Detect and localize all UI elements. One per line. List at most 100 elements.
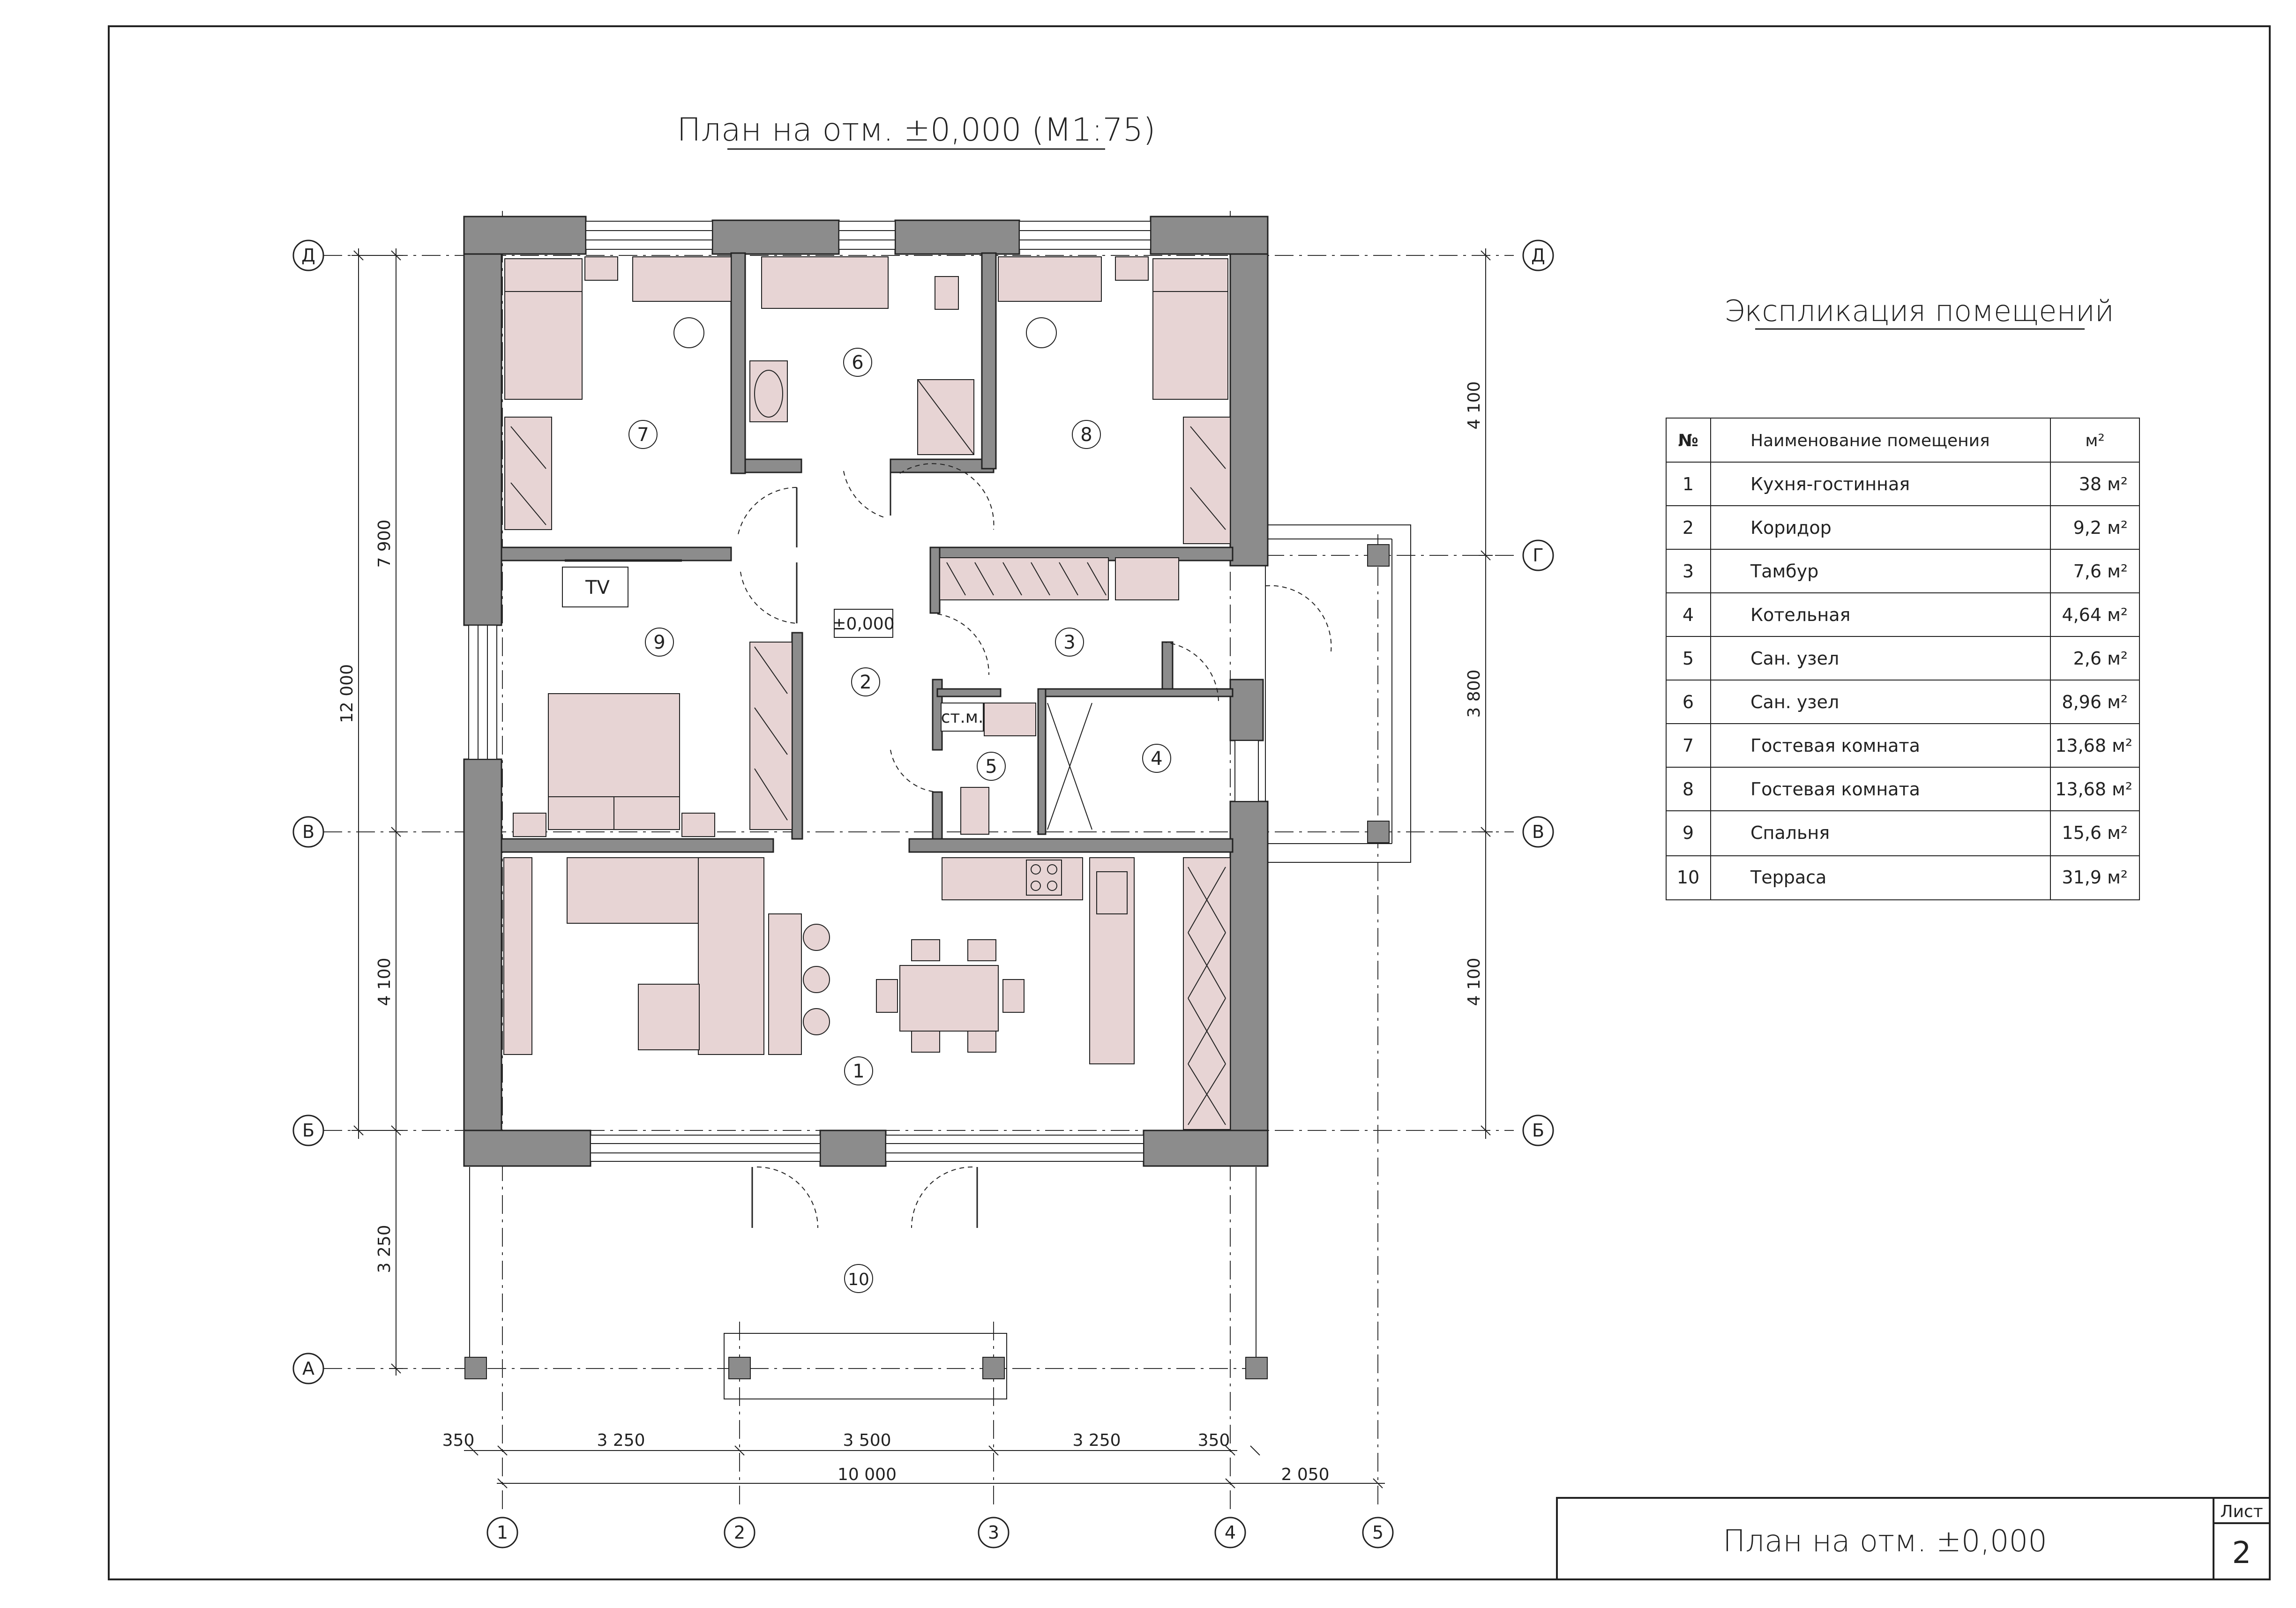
- room-marker: [977, 752, 1006, 781]
- tv-label: TV: [585, 577, 610, 598]
- room-number: 10: [848, 1270, 869, 1289]
- terrace-columns: [464, 1357, 1268, 1379]
- dim-left-terrace: 3 250: [375, 1225, 394, 1273]
- wardrobe-hall: [939, 557, 1109, 600]
- window: [585, 221, 713, 250]
- sofa-side: [698, 857, 764, 1055]
- column: [1245, 1357, 1268, 1379]
- level-mark-box: [834, 609, 893, 638]
- room-numbers: 1 2 3 4 5 6 7 8 9 10: [628, 348, 1171, 1293]
- window: [885, 1135, 1144, 1162]
- dim-bottom-350-left: 350: [442, 1431, 475, 1450]
- axis-label: Г: [1533, 545, 1543, 566]
- axis-marker: [1214, 1517, 1246, 1548]
- wall-interior: [908, 838, 1234, 853]
- door-swing: [937, 613, 990, 675]
- wall-interior: [744, 458, 802, 473]
- wall-south-right: [1143, 1129, 1269, 1167]
- door-swing: [738, 487, 797, 535]
- axis-label: В: [302, 822, 314, 842]
- room-marker: [851, 667, 880, 696]
- table-cell-num: 3: [1683, 561, 1694, 582]
- room-marker: [843, 348, 872, 377]
- chair: [967, 1031, 996, 1053]
- window: [468, 625, 497, 760]
- wall-interior: [1037, 688, 1234, 697]
- shoe-rack: [1115, 557, 1179, 600]
- dim-bottom-3250-a: 3 250: [597, 1431, 645, 1450]
- table-cell-num: 10: [1677, 867, 1699, 888]
- room-marker: [645, 628, 674, 657]
- axis-marker: [292, 816, 324, 848]
- axis-marker: [1522, 539, 1554, 571]
- axis-label: 4: [1225, 1522, 1236, 1543]
- wall-interior: [890, 458, 995, 473]
- room-number: 4: [1151, 748, 1162, 770]
- axis-marker: [1362, 1517, 1394, 1548]
- table-cell-name: Тамбур: [1750, 561, 1818, 582]
- dim-bottom-total: 10 000: [838, 1465, 897, 1484]
- table-cell-num: 4: [1683, 605, 1694, 625]
- bar-stools: [754, 370, 830, 1035]
- terrace-outline: [469, 1167, 1256, 1399]
- dim-bottom-3500: 3 500: [843, 1431, 891, 1450]
- axis-label: Б: [302, 1120, 314, 1141]
- room-number: 6: [852, 352, 863, 374]
- stamp-title: План на отм. ±0,000: [1723, 1524, 2047, 1559]
- wall-south-left: [463, 1129, 591, 1167]
- table-cell-area: 38 м²: [2079, 474, 2128, 494]
- axis-marker: [978, 1517, 1010, 1548]
- tv-label-box: [562, 567, 628, 607]
- axis-marker: [292, 1114, 324, 1146]
- table-cell-num: 6: [1683, 692, 1694, 712]
- explication-table: № Наименование помещения м² 1 Кухня-гост…: [1666, 418, 2140, 900]
- dim-left-lower: 4 100: [375, 957, 394, 1006]
- table-cell-area: 13,68 м²: [2055, 735, 2132, 756]
- fireplace: [503, 857, 532, 1055]
- chair: [967, 939, 996, 961]
- ottoman: [638, 984, 700, 1050]
- axis-label: А: [302, 1358, 314, 1379]
- room-number: 2: [860, 672, 871, 693]
- dim-right-top: 4 100: [1465, 381, 1484, 429]
- exterior-walls: [463, 216, 1269, 1167]
- wall-interior: [730, 252, 746, 474]
- wall-north-left: [463, 216, 587, 255]
- door-swing: [756, 1167, 818, 1228]
- title-block: План на отм. ±0,000 Лист 2: [1556, 1497, 2271, 1580]
- axis-label: 3: [988, 1522, 999, 1543]
- table-header-name: Наименование помещения: [1750, 431, 1990, 450]
- chair: [911, 939, 940, 961]
- pillow: [1152, 258, 1228, 292]
- axis-markers-numbers: 1 2 3 4 5: [486, 1517, 1394, 1548]
- pillow: [613, 796, 680, 830]
- room-marker: [844, 1264, 873, 1293]
- column: [982, 1357, 1005, 1379]
- room-marker: [1072, 420, 1101, 449]
- toilet-wc: [960, 787, 989, 835]
- table-cell-area: 9,2 м²: [2073, 517, 2128, 538]
- table-cell-num: 5: [1683, 648, 1694, 669]
- axis-label: 5: [1372, 1522, 1384, 1543]
- table-cell-name: Сан. узел: [1750, 648, 1839, 669]
- washing-machine: [984, 703, 1036, 736]
- table-cell-area: 13,68 м²: [2055, 779, 2132, 800]
- wall-east-lower: [1229, 800, 1269, 1167]
- table-cell-area: 15,6 м²: [2062, 823, 2128, 843]
- room-number: 5: [985, 756, 997, 778]
- stool: [803, 924, 830, 951]
- axis-label: В: [1532, 822, 1544, 842]
- porch-columns: [1367, 544, 1390, 843]
- plan-title: План на отм. ±0,000 (М1:75): [677, 112, 1155, 149]
- explication-title: Экспликация помещений: [1724, 294, 2114, 328]
- wall-interior: [929, 546, 941, 614]
- dimensions-bottom: [464, 1445, 1385, 1488]
- axis-label: Б: [1532, 1120, 1544, 1141]
- table-cell-name: Котельная: [1750, 605, 1850, 625]
- furniture: [503, 256, 1231, 1130]
- desk: [998, 256, 1102, 302]
- dimensions-right: [1479, 248, 1493, 1139]
- column: [1367, 821, 1390, 843]
